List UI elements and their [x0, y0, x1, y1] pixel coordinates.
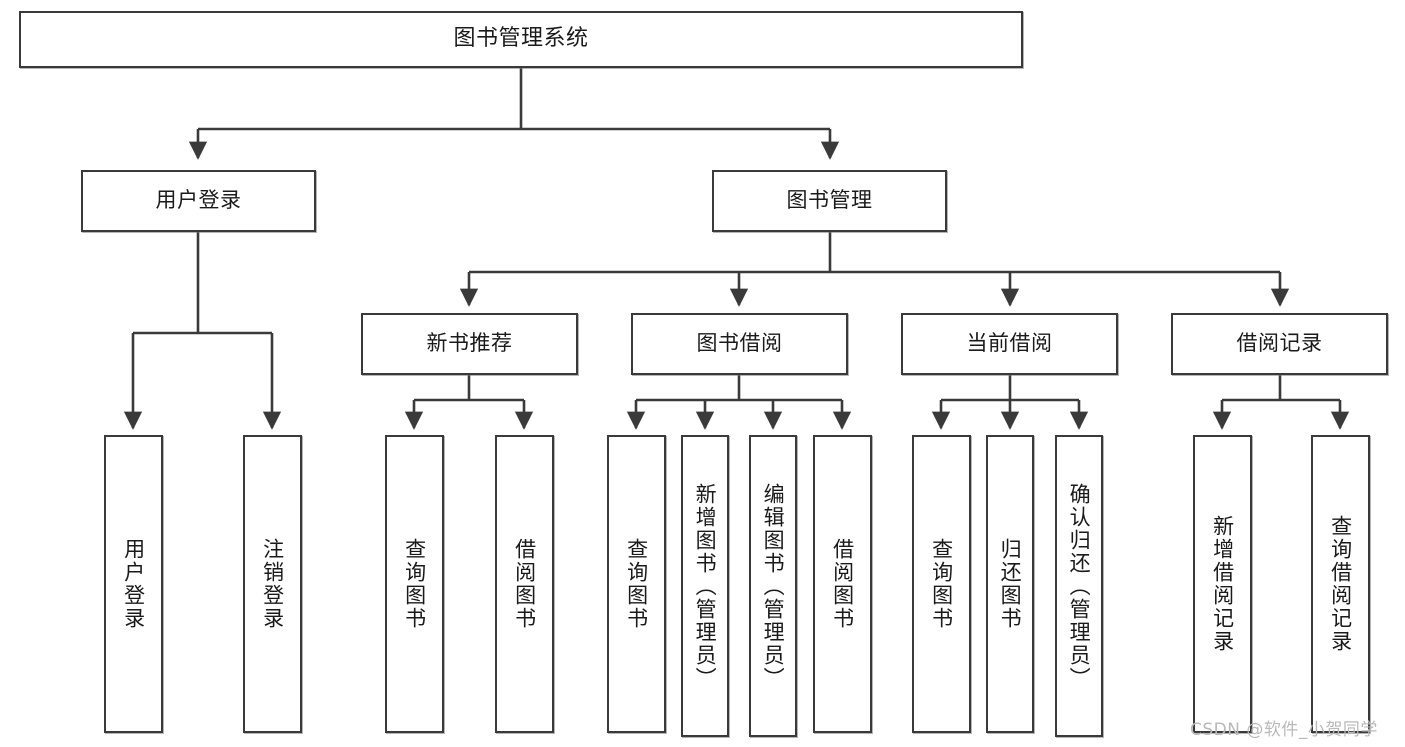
leaf-confirm-return-admin[interactable]: 确认归还（管理员）	[1055, 435, 1103, 737]
node-label: 编辑图书（管理员）	[761, 482, 786, 690]
node-book-management[interactable]: 图书管理	[712, 170, 947, 232]
node-label: 注销登录	[260, 538, 285, 630]
leaf-borrow-books[interactable]: 借阅图书	[813, 435, 872, 733]
csdn-watermark: CSDN @软件_小贺同学	[1190, 720, 1378, 740]
leaf-add-book-admin[interactable]: 新增图书（管理员）	[681, 435, 729, 737]
node-book-borrow[interactable]: 图书借阅	[631, 313, 848, 375]
leaf-query-books-new[interactable]: 查询图书	[385, 435, 444, 733]
leaf-edit-book-admin[interactable]: 编辑图书（管理员）	[749, 435, 797, 737]
node-label: 借阅图书	[512, 538, 537, 630]
node-label: 借阅记录	[1236, 331, 1323, 356]
node-label: 用户登录	[121, 538, 146, 630]
node-label: 归还图书	[998, 538, 1023, 630]
node-label: 图书借阅	[696, 331, 783, 356]
node-label: 新增图书（管理员）	[693, 482, 718, 690]
node-current-borrow[interactable]: 当前借阅	[901, 313, 1118, 375]
node-user-login[interactable]: 用户登录	[81, 170, 316, 232]
node-root-system[interactable]: 图书管理系统	[19, 11, 1023, 68]
leaf-add-borrow-record[interactable]: 新增借阅记录	[1193, 435, 1252, 733]
leaf-query-books-borrow[interactable]: 查询图书	[607, 435, 666, 733]
node-label: 确认归还（管理员）	[1067, 482, 1092, 690]
node-label: 新书推荐	[426, 331, 513, 356]
node-label: 借阅图书	[830, 538, 855, 630]
node-label: 图书管理系统	[453, 26, 589, 52]
leaf-logout[interactable]: 注销登录	[243, 435, 302, 733]
node-label: 查询图书	[402, 538, 427, 630]
node-label: 查询图书	[624, 538, 649, 630]
node-label: 图书管理	[786, 188, 873, 213]
leaf-return-books[interactable]: 归还图书	[986, 435, 1034, 733]
leaf-user-login[interactable]: 用户登录	[104, 435, 163, 733]
node-label: 当前借阅	[966, 331, 1053, 356]
leaf-query-borrow-record[interactable]: 查询借阅记录	[1311, 435, 1370, 733]
node-new-book-recommend[interactable]: 新书推荐	[361, 313, 578, 375]
leaf-query-books-current[interactable]: 查询图书	[912, 435, 971, 733]
node-label: 查询借阅记录	[1328, 515, 1353, 653]
leaf-borrow-books-new[interactable]: 借阅图书	[495, 435, 554, 733]
node-label: 用户登录	[155, 188, 242, 213]
node-label: 查询图书	[929, 538, 954, 630]
node-label: 新增借阅记录	[1210, 515, 1235, 653]
node-borrow-records[interactable]: 借阅记录	[1171, 313, 1388, 375]
